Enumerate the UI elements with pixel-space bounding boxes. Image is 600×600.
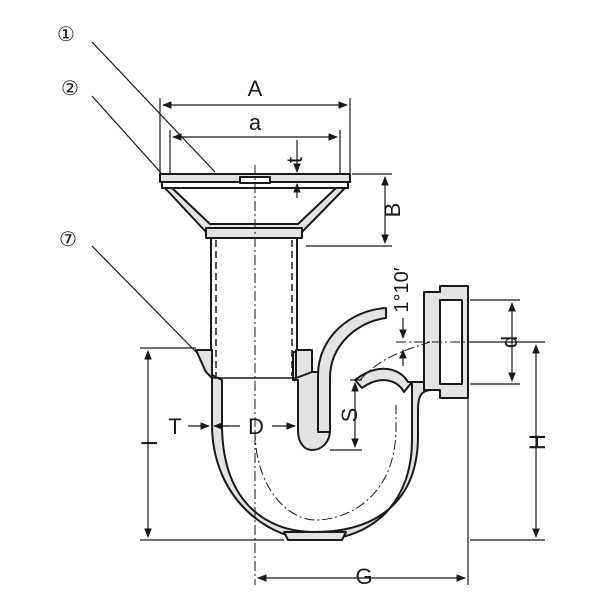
label-A: A — [248, 76, 263, 101]
inlet-socket-right — [295, 349, 313, 379]
inlet-socket — [195, 349, 213, 379]
leader-2 — [91, 95, 163, 175]
trap-foot — [283, 531, 347, 541]
trap-return-bend — [354, 367, 413, 393]
label-S: S — [337, 408, 362, 423]
center-lines — [254, 165, 470, 585]
label-a: a — [249, 110, 262, 135]
label-angle: 1°10′ — [391, 267, 413, 312]
drain-pipe-inner — [215, 240, 293, 376]
trap-u-wall — [195, 349, 433, 541]
drain-pipe — [210, 238, 298, 378]
callout-2: ② — [61, 78, 79, 100]
labels: ① ② ⑦ A a t B 1°10′ d H S T D I G — [57, 24, 550, 589]
trap-body — [195, 285, 469, 541]
label-D: D — [248, 414, 264, 439]
label-d: d — [497, 336, 522, 348]
crossover-centerline — [359, 341, 431, 381]
label-I: I — [137, 440, 162, 446]
callout-7: ⑦ — [59, 229, 77, 251]
callout-1: ① — [57, 24, 75, 46]
label-t: t — [282, 157, 307, 163]
dimension-lines — [140, 98, 545, 585]
label-G: G — [355, 564, 372, 589]
label-T: T — [168, 414, 181, 439]
label-B: B — [380, 203, 405, 218]
leader-lines — [91, 41, 216, 355]
trap-crossover — [317, 307, 387, 433]
leader-1 — [91, 41, 216, 173]
funnel-neck — [205, 227, 303, 239]
leader-7 — [91, 245, 199, 355]
label-H: H — [525, 434, 550, 450]
